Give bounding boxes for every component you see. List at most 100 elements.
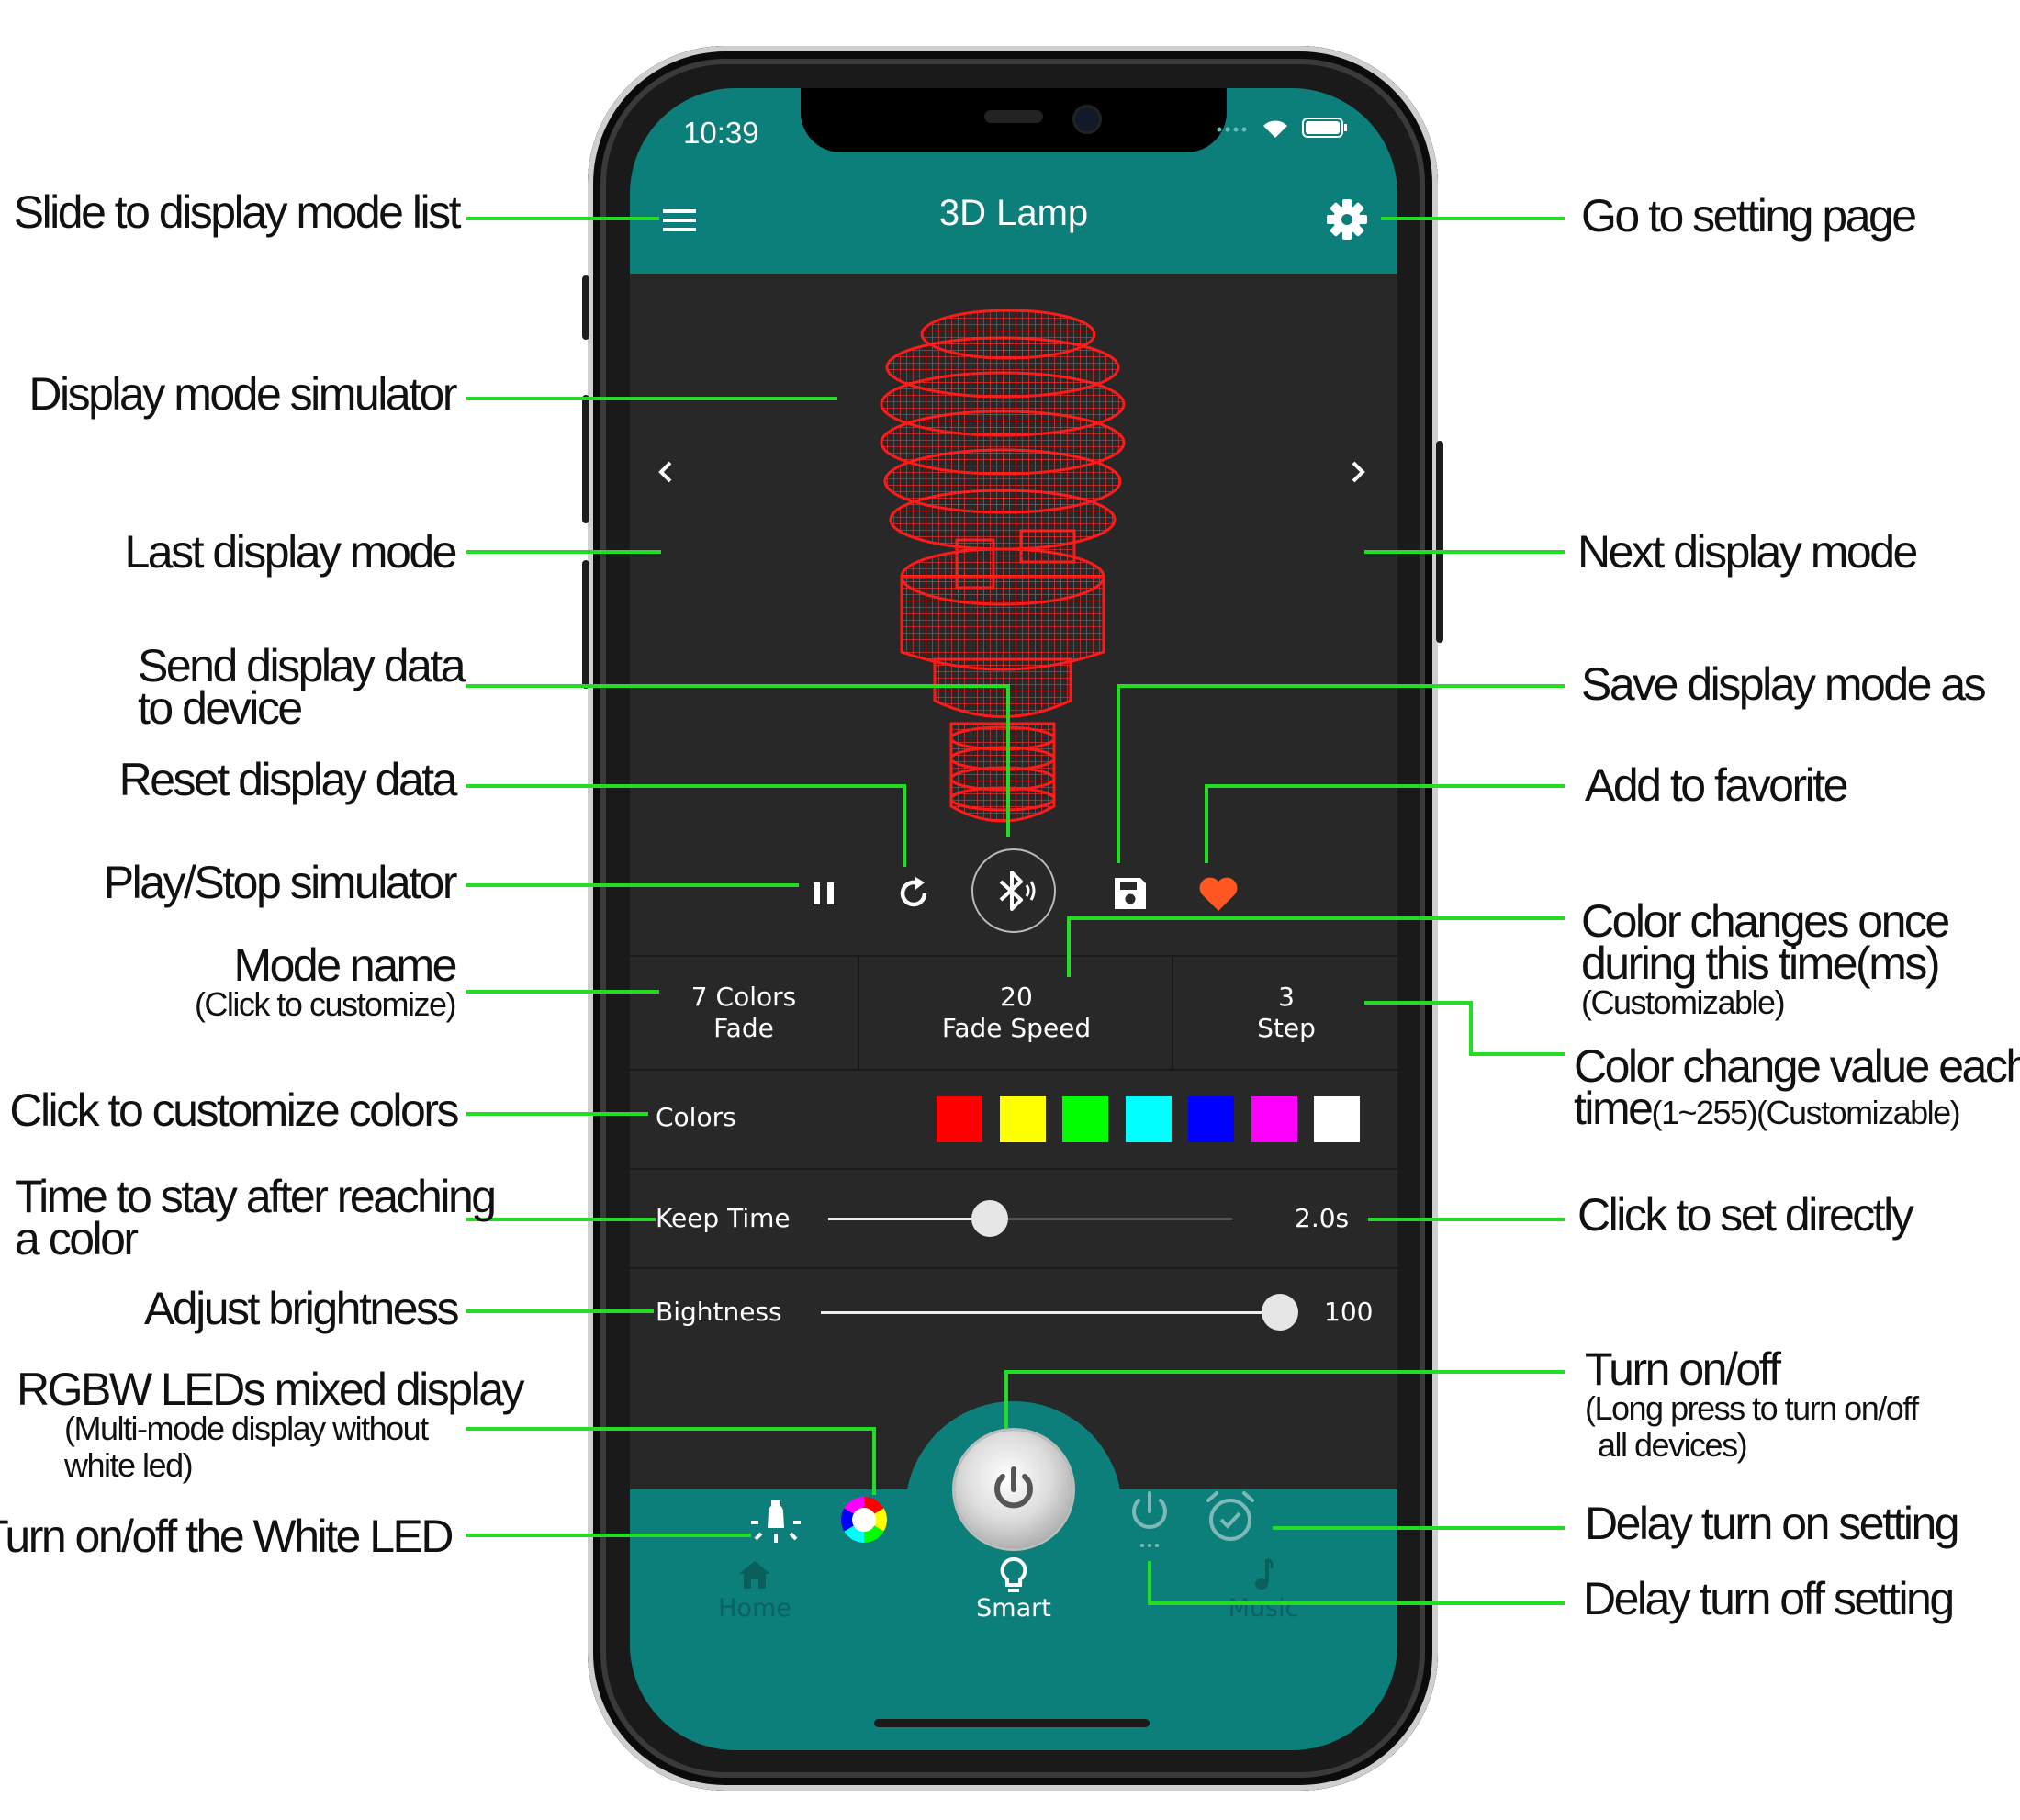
keep-time-slider-knob[interactable] <box>971 1200 1008 1237</box>
power-timer-icon[interactable] <box>1122 1488 1177 1552</box>
color-swatch[interactable] <box>999 1096 1046 1142</box>
annotation-send-line2: to device <box>138 682 303 734</box>
color-swatch[interactable] <box>937 1096 982 1142</box>
light-icon[interactable] <box>747 1491 804 1548</box>
annotation-rgbw-sub1: (Multi-mode display without <box>64 1410 429 1447</box>
chevron-left-icon[interactable] <box>648 454 685 490</box>
color-wheel-icon[interactable] <box>836 1491 892 1548</box>
bulb-wireframe <box>880 309 1126 823</box>
signal-icon <box>1217 127 1247 132</box>
refresh-icon <box>900 877 927 907</box>
mode-bar: 7 Colors Fade 20 Fade Speed 3 Step <box>630 955 1397 1071</box>
alarm-clock-icon[interactable] <box>1201 1488 1260 1546</box>
annotation-rgbw-line1: RGBW LEDs mixed display <box>17 1364 525 1415</box>
app-header: 3D Lamp <box>630 171 1397 274</box>
annotation-mode-name-line1: Mode name <box>233 939 457 991</box>
music-note-icon[interactable] <box>1247 1556 1280 1594</box>
battery-icon <box>1302 118 1347 138</box>
color-swatch[interactable] <box>1314 1096 1360 1142</box>
save-icon <box>1115 878 1146 909</box>
tab-music[interactable]: Music <box>1228 1594 1299 1623</box>
app-screen: 10:39 3D Lamp <box>630 88 1397 1750</box>
step-label: Step <box>1257 1013 1316 1043</box>
annotation-color-once-line1: Color changes once <box>1581 895 1950 947</box>
gear-icon[interactable] <box>1324 197 1370 242</box>
menu-icon[interactable] <box>661 202 698 239</box>
tab-smart[interactable]: Smart <box>976 1594 1051 1623</box>
annotation-color-once-line3: (Customizable) <box>1581 983 1786 1021</box>
volume-up-button <box>582 395 589 523</box>
annotation-delay-off: Delay turn off setting <box>1583 1573 1955 1624</box>
annotation-color-value-line1: Color change value each <box>1574 1040 2020 1092</box>
home-icon[interactable] <box>736 1557 773 1592</box>
keep-time-label: Keep Time <box>656 1203 791 1233</box>
keep-time-value[interactable]: 2.0s <box>1295 1203 1350 1233</box>
annotation-delay-on: Delay turn on setting <box>1585 1498 1960 1549</box>
home-indicator <box>874 1719 1150 1727</box>
color-swatch[interactable] <box>1251 1096 1297 1142</box>
brightness-fill <box>821 1311 1280 1314</box>
mode-name-cell[interactable]: 7 Colors Fade <box>630 957 858 1069</box>
colors-row[interactable]: Colors <box>630 1069 1397 1170</box>
bulb-icon[interactable] <box>995 1556 1032 1594</box>
brightness-slider-knob[interactable] <box>1262 1294 1298 1331</box>
annotation-turn-onoff-sub2: all devices) <box>1598 1426 1748 1464</box>
status-time: 10:39 <box>683 116 759 150</box>
pause-icon <box>814 882 834 904</box>
annotation-go-settings: Go to setting page <box>1581 190 1917 242</box>
mode-name-line1: 7 Colors <box>690 982 797 1012</box>
speaker <box>984 110 1043 123</box>
annotation-set-directly: Click to set directly <box>1577 1189 1914 1241</box>
fade-speed-cell[interactable]: 20 Fade Speed <box>858 957 1173 1069</box>
fade-speed-label: Fade Speed <box>941 1013 1092 1043</box>
annotation-add-favorite: Add to favorite <box>1585 759 1848 811</box>
pause-button[interactable] <box>791 861 856 926</box>
chevron-right-icon[interactable] <box>1339 454 1375 490</box>
annotation-color-value-line2a: time <box>1574 1083 1654 1134</box>
annotation-stay-time: Time to stay after reaching a color <box>15 1171 497 1262</box>
power-icon <box>994 1466 1033 1509</box>
step-cell[interactable]: 3 Step <box>1172 957 1397 1069</box>
side-button <box>1436 441 1443 643</box>
wifi-icon <box>1263 120 1287 138</box>
power-button[interactable] <box>955 1431 1072 1548</box>
notch <box>801 88 1227 152</box>
keep-time-track[interactable] <box>828 1218 1232 1220</box>
annotation-slide-mode-list: Slide to display mode list <box>13 186 462 238</box>
annotation-white-led: Turn on/off the White LED <box>0 1511 454 1562</box>
keep-time-fill <box>828 1218 990 1220</box>
annotation-reset-data: Reset display data <box>118 754 458 805</box>
annotation-rgbw-sub2: white led) <box>64 1446 194 1484</box>
annotation-mode-name-sub: (Click to customize) <box>194 985 457 1023</box>
annotation-turn-onoff-line1: Turn on/off <box>1585 1343 1781 1395</box>
annotation-save-mode: Save display mode as <box>1581 658 1987 710</box>
reset-button[interactable] <box>881 861 946 926</box>
color-swatch[interactable] <box>1188 1096 1234 1142</box>
keep-time-row: Keep Time 2.0s <box>630 1170 1397 1269</box>
mode-name-line2: Fade <box>713 1013 774 1043</box>
annotation-last-mode: Last display mode <box>124 526 457 578</box>
bluetooth-icon <box>999 871 1036 911</box>
annotation-turn-onoff-sub1: (Long press to turn on/off <box>1585 1389 1919 1427</box>
step-value: 3 <box>1278 982 1295 1012</box>
annotation-play-stop: Play/Stop simulator <box>103 857 458 908</box>
color-swatch[interactable] <box>1062 1096 1108 1142</box>
status-bar: 10:39 <box>630 88 1397 171</box>
annotation-simulator: Display mode simulator <box>28 368 457 420</box>
annotation-color-once: Color changes once during this time(ms) … <box>1581 895 1950 1021</box>
color-swatch[interactable] <box>1125 1096 1172 1142</box>
send-to-device-button[interactable] <box>971 848 1056 933</box>
annotation-stay-line1: Time to stay after reaching <box>15 1171 497 1222</box>
annotation-rgbw: RGBW LEDs mixed display (Multi-mode disp… <box>17 1364 525 1484</box>
favorite-button[interactable] <box>1186 861 1251 926</box>
annotation-mode-name: Mode name (Click to customize) <box>194 939 458 1023</box>
fade-speed-value: 20 <box>1000 982 1033 1012</box>
save-mode-button[interactable] <box>1098 861 1162 926</box>
tab-home[interactable]: Home <box>718 1594 791 1623</box>
status-icons <box>1216 116 1348 140</box>
annotation-turn-onoff: Turn on/off (Long press to turn on/off a… <box>1585 1343 1919 1464</box>
annotation-color-once-line2: during this time(ms) <box>1581 938 1940 989</box>
brightness-label: Bightness <box>656 1297 782 1327</box>
brightness-row: Bightness 100 <box>630 1269 1397 1363</box>
camera <box>1072 105 1102 134</box>
